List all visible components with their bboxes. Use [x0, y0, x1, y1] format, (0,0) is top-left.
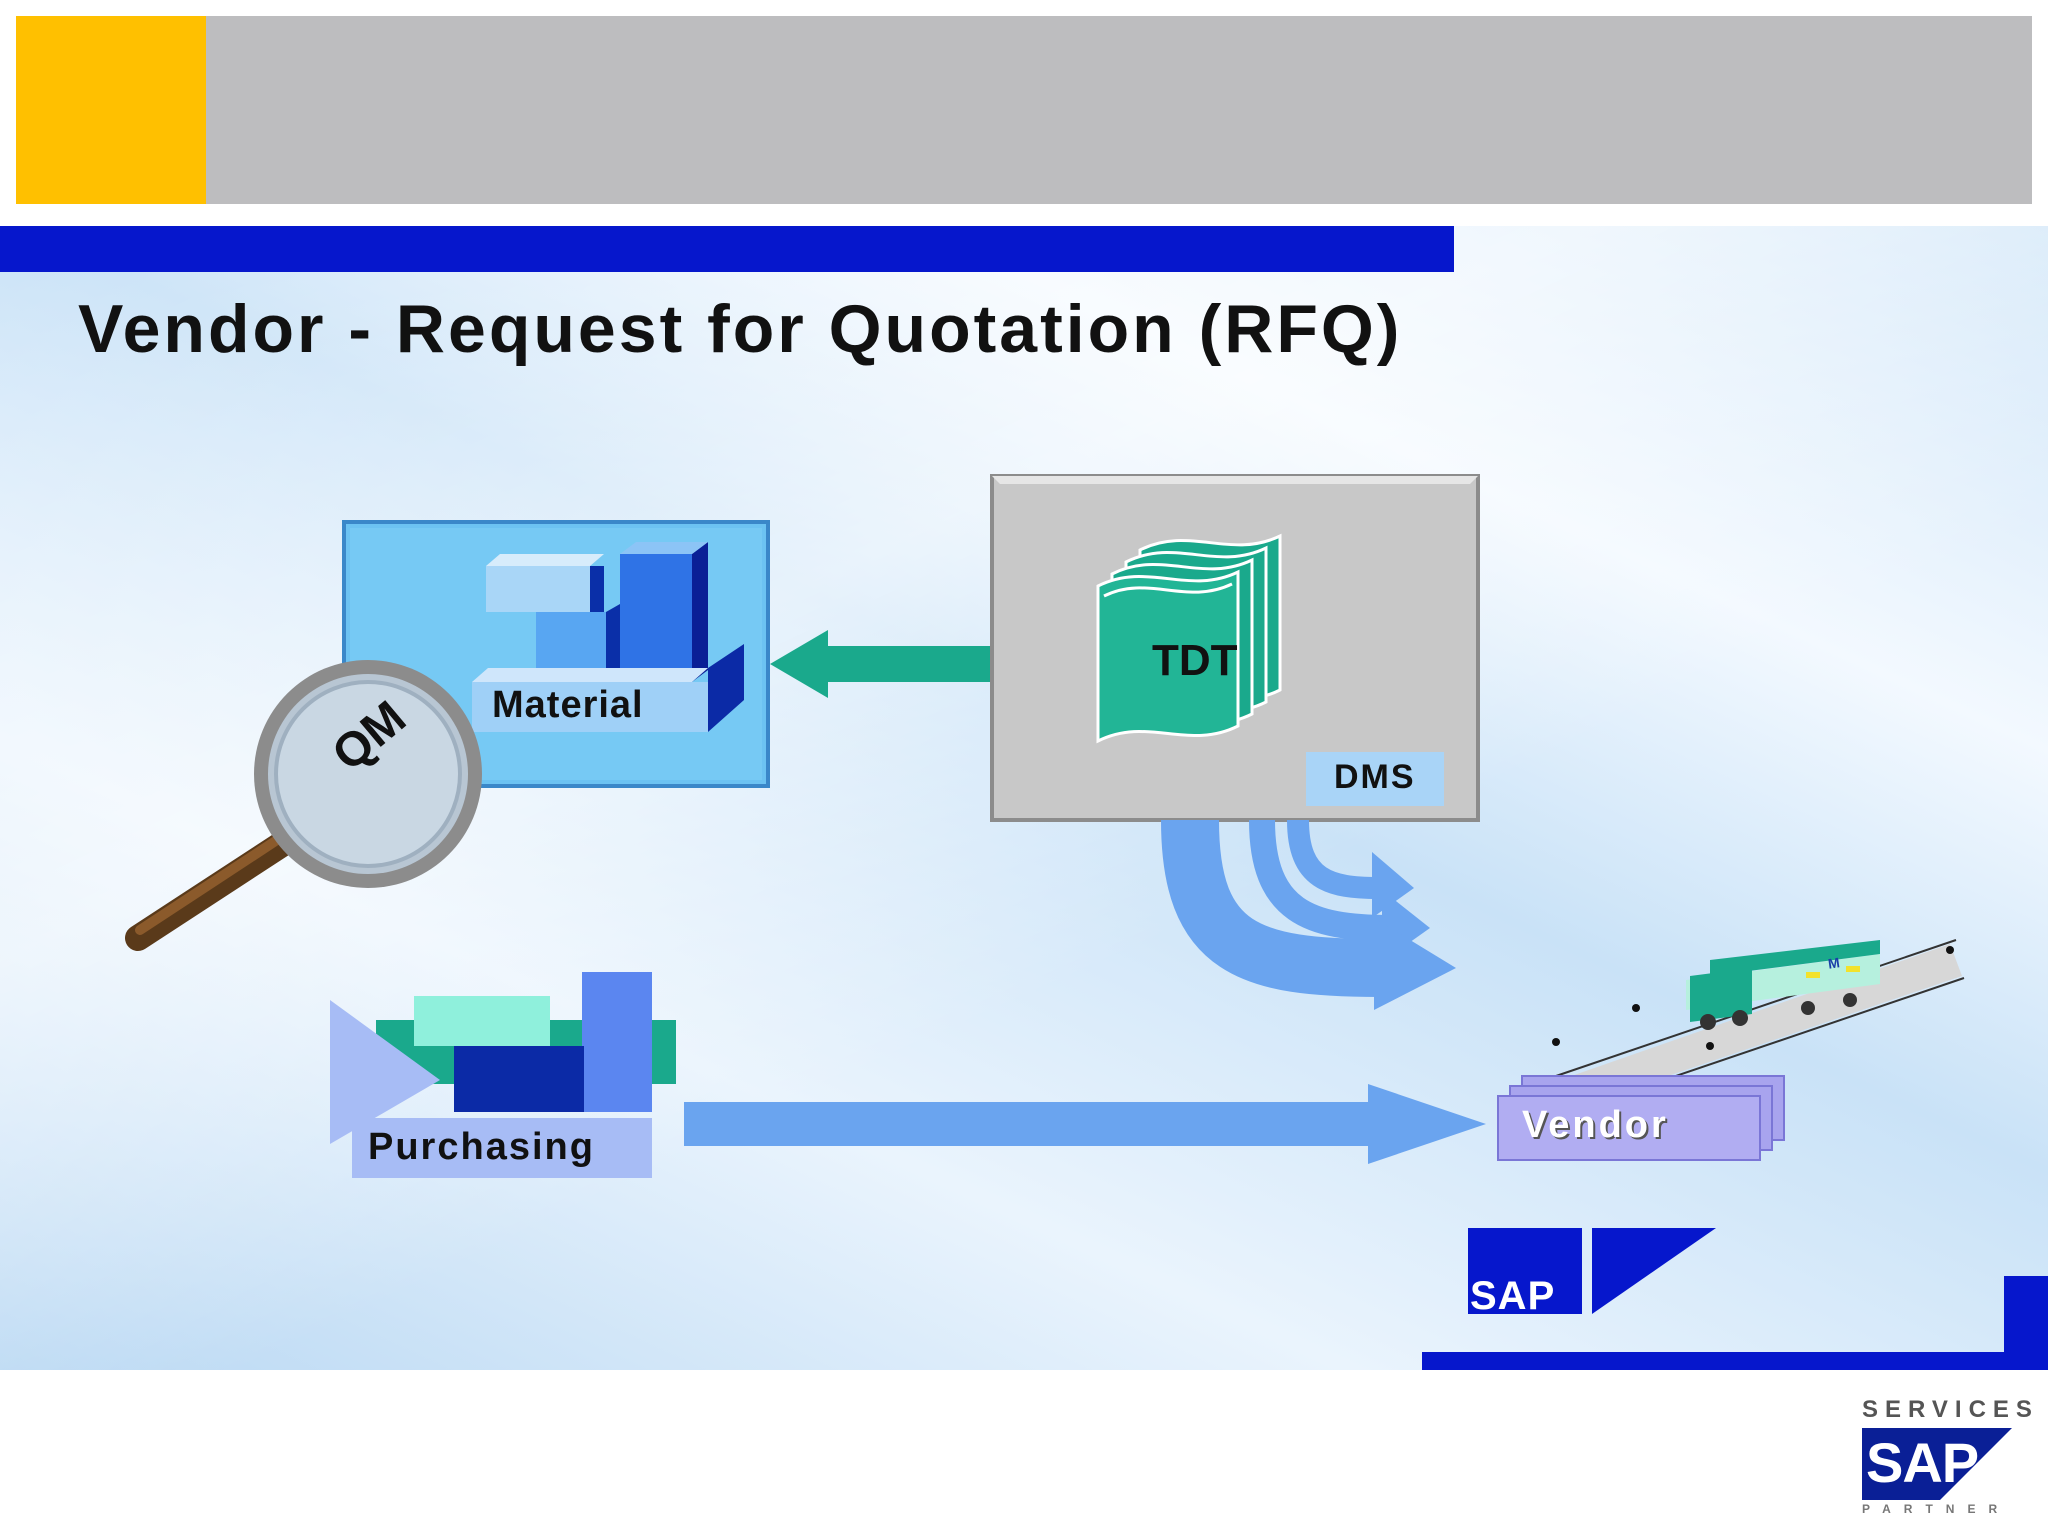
sap-logo-text: SAP	[1470, 1274, 1556, 1318]
services-logo-bottom-text: PARTNER	[1862, 1502, 2011, 1516]
tdt-to-material-arrow	[770, 630, 990, 698]
truck-label: M	[1826, 954, 1841, 972]
slide-title: Vendor - Request for Quotation (RFQ)	[78, 291, 1403, 367]
document-stack-icon	[1096, 533, 1282, 744]
vendor-stack	[1497, 1075, 1785, 1161]
purchasing-blocks-icon	[330, 972, 676, 1178]
title-rule-bar	[0, 226, 1454, 272]
sap-services-logo	[1862, 1428, 2012, 1500]
dms-to-vendor-arrows	[1161, 819, 1391, 997]
header-band	[206, 16, 2032, 204]
dms-label: DMS	[1334, 758, 1416, 796]
purchasing-label: Purchasing	[368, 1126, 595, 1168]
material-blocks-icon	[472, 542, 744, 732]
dms-arrow-heads	[1372, 852, 1456, 1010]
services-logo-top-text: SERVICES	[1862, 1396, 2039, 1423]
purchasing-to-vendor-arrow	[684, 1084, 1486, 1164]
material-label: Material	[492, 684, 644, 726]
vendor-label: Vendor	[1522, 1104, 1669, 1146]
footer-bar	[1422, 1352, 2048, 1370]
header-accent-block	[16, 16, 206, 204]
sap-logo	[1468, 1228, 1716, 1314]
truck-icon	[1686, 940, 1880, 1030]
services-logo-sap-text: SAP	[1866, 1431, 1979, 1494]
magnifier-icon	[125, 660, 482, 951]
tdt-label: TDT	[1152, 636, 1238, 685]
